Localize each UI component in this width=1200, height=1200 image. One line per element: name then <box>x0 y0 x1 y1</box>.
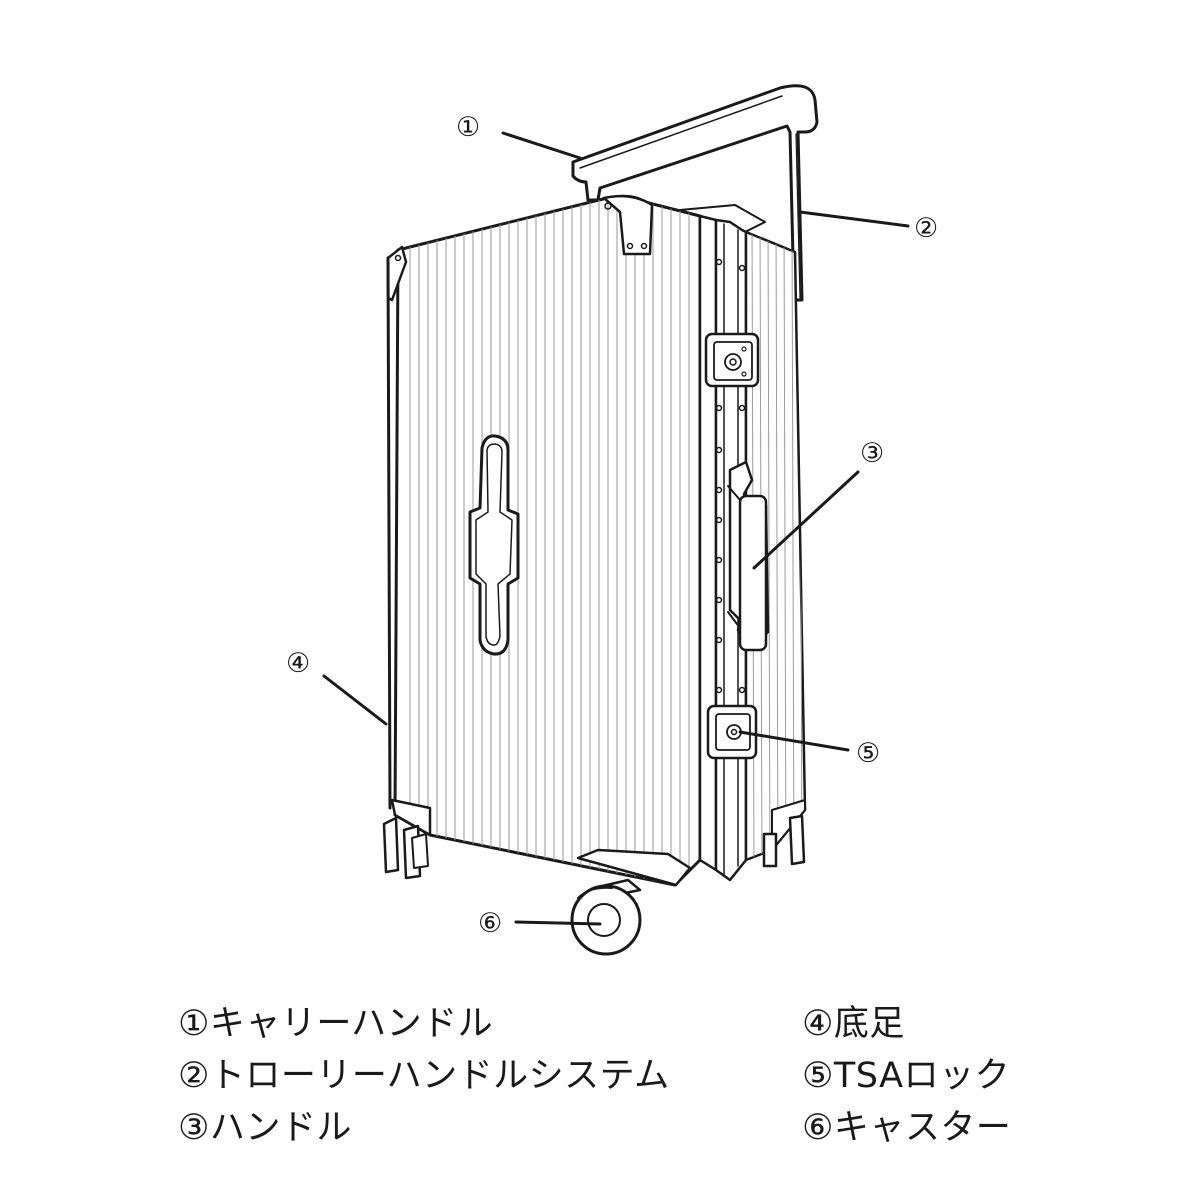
legend-right: ④底足 ⑤TSAロック ⑥キャスター <box>802 998 1011 1154</box>
legend-item-feet: ④底足 <box>802 1004 905 1044</box>
callout-4: ④ <box>286 648 310 679</box>
callout-1: ① <box>456 112 480 143</box>
legend-item-carry-handle: ①キャリーハンドル <box>178 1004 494 1044</box>
side-handle <box>468 434 520 656</box>
tsa-lock-bottom <box>706 704 758 760</box>
callout-3: ③ <box>860 438 884 469</box>
legend-item-tsa-lock: ⑤TSAロック <box>802 1056 1011 1096</box>
callout-6: ⑥ <box>478 908 502 939</box>
suitcase-diagram: ① ② ③ ④ ⑤ ⑥ <box>286 84 938 956</box>
callout-5: ⑤ <box>856 738 880 769</box>
legend-left: ①キャリーハンドル ②トローリーハンドルシステム ③ハンドル <box>178 998 670 1154</box>
suitcase-front <box>386 194 702 887</box>
caster-wheels <box>382 814 806 956</box>
leader-lines <box>322 131 910 926</box>
callout-2: ② <box>914 213 938 244</box>
tsa-lock-top <box>704 332 760 388</box>
legend-item-trolley-system: ②トローリーハンドルシステム <box>178 1056 670 1096</box>
top-handle <box>727 460 770 652</box>
trolley-handle <box>571 84 819 302</box>
legend-item-handle: ③ハンドル <box>178 1108 352 1148</box>
legend-item-caster: ⑥キャスター <box>802 1108 1012 1148</box>
